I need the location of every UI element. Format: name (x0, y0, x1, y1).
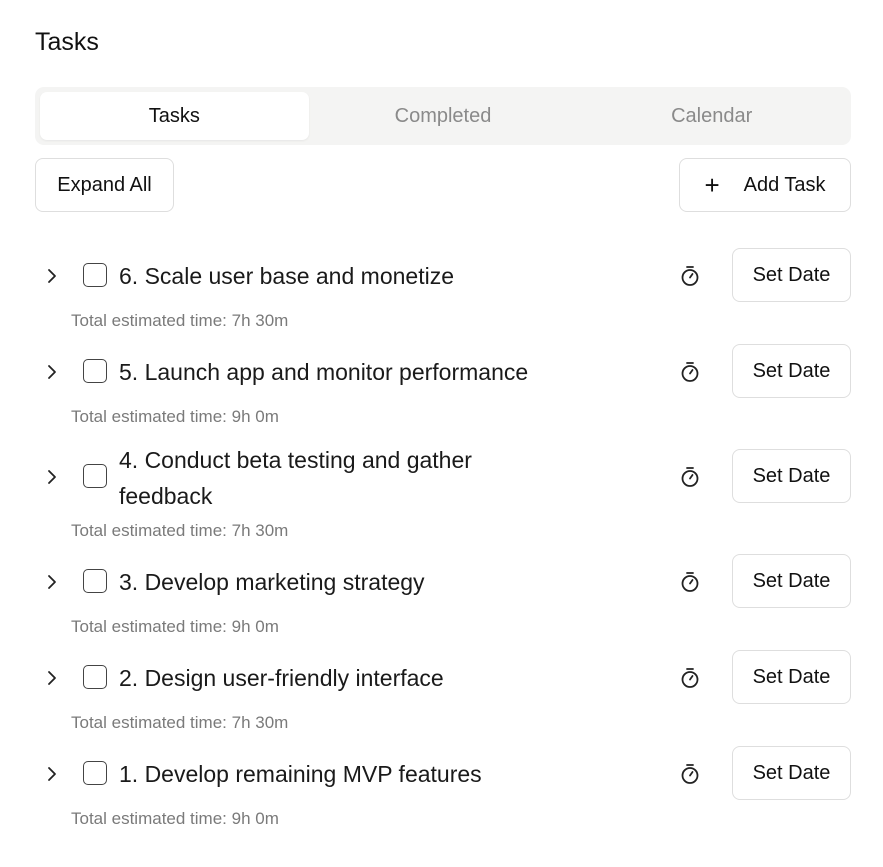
estimated-time: Total estimated time: 9h 0m (71, 809, 279, 828)
task-title: 6. Scale user base and monetize (119, 263, 454, 289)
set-date-button[interactable]: Set Date (732, 746, 851, 800)
set-date-button[interactable]: Set Date (732, 248, 851, 302)
task-checkbox[interactable] (83, 464, 107, 488)
set-date-button[interactable]: Set Date (732, 449, 851, 503)
task-checkbox[interactable] (83, 761, 107, 785)
estimated-time: Total estimated time: 9h 0m (71, 617, 279, 636)
stopwatch-icon[interactable] (679, 361, 701, 383)
chevron-right-icon[interactable] (42, 668, 62, 688)
task-checkbox[interactable] (83, 359, 107, 383)
chevron-right-icon[interactable] (42, 572, 62, 592)
add-task-label: Add Task (743, 173, 826, 196)
chevron-right-icon[interactable] (42, 362, 62, 382)
set-date-button[interactable]: Set Date (732, 650, 851, 704)
task-title: 1. Develop remaining MVP features (119, 761, 482, 787)
chevron-right-icon[interactable] (42, 467, 62, 487)
chevron-right-icon[interactable] (42, 764, 62, 784)
task-title: 2. Design user-friendly interface (119, 665, 444, 691)
task-title: 4. Conduct beta testing and gather feedb… (119, 447, 472, 509)
estimated-time: Total estimated time: 9h 0m (71, 407, 279, 426)
page-title: Tasks (35, 28, 99, 56)
set-date-button[interactable]: Set Date (732, 344, 851, 398)
tab-completed[interactable]: Completed (394, 104, 492, 127)
stopwatch-icon[interactable] (679, 571, 701, 593)
stopwatch-icon[interactable] (679, 667, 701, 689)
tab-tasks[interactable]: Tasks (40, 92, 309, 140)
tab-calendar[interactable]: Calendar (671, 104, 753, 127)
expand-all-button[interactable]: Expand All (35, 158, 174, 212)
task-title: 3. Develop marketing strategy (119, 569, 425, 595)
chevron-right-icon[interactable] (42, 266, 62, 286)
add-task-button[interactable]: + Add Task (679, 158, 851, 212)
task-checkbox[interactable] (83, 665, 107, 689)
stopwatch-icon[interactable] (679, 466, 701, 488)
task-checkbox[interactable] (83, 569, 107, 593)
estimated-time: Total estimated time: 7h 30m (71, 713, 289, 732)
stopwatch-icon[interactable] (679, 265, 701, 287)
tab-bar: Tasks Completed Calendar (35, 87, 851, 145)
task-checkbox[interactable] (83, 263, 107, 287)
plus-icon: + (704, 170, 720, 200)
estimated-time: Total estimated time: 7h 30m (71, 521, 289, 540)
task-title: 5. Launch app and monitor performance (119, 359, 529, 385)
stopwatch-icon[interactable] (679, 763, 701, 785)
set-date-button[interactable]: Set Date (732, 554, 851, 608)
estimated-time: Total estimated time: 7h 30m (71, 311, 289, 330)
